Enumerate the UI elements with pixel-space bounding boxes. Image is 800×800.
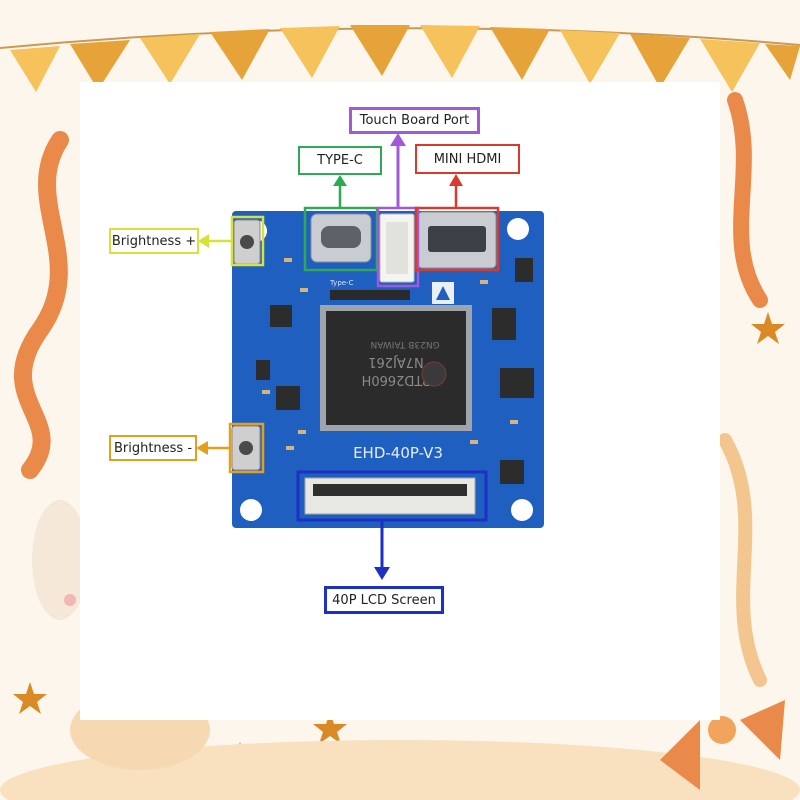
lcd-highlight: [296, 470, 488, 522]
typec-arrow: [333, 175, 347, 208]
touch-arrow: [390, 133, 406, 208]
type-c-label: TYPE-C: [298, 146, 382, 175]
mount-hole-bl: [240, 499, 262, 521]
lcd-arrow: [374, 520, 390, 580]
typec-silk-label: Type-C: [329, 279, 354, 287]
brightness-plus-arrow: [198, 234, 232, 248]
board-model-label: EHD-40P-V3: [353, 444, 443, 462]
brightness-plus-label: Brightness +: [109, 228, 199, 254]
mount-hole-br: [511, 499, 533, 521]
lcd-screen-label: 40P LCD Screen: [324, 586, 444, 614]
touch-board-port-label: Touch Board Port: [349, 107, 480, 134]
hdmi-arrow: [449, 174, 463, 208]
chip-line-1: RTD2660H: [362, 372, 431, 387]
brightness-minus-arrow: [196, 441, 230, 455]
mini-hdmi-label: MINI HDMI: [415, 144, 520, 174]
mount-hole-tr: [507, 218, 529, 240]
brightness-minus-label: Brightness -: [109, 435, 197, 461]
chip-line-2: N7AJ261: [368, 354, 424, 369]
chip-line-3: GN23B TAIWAN: [370, 339, 439, 349]
